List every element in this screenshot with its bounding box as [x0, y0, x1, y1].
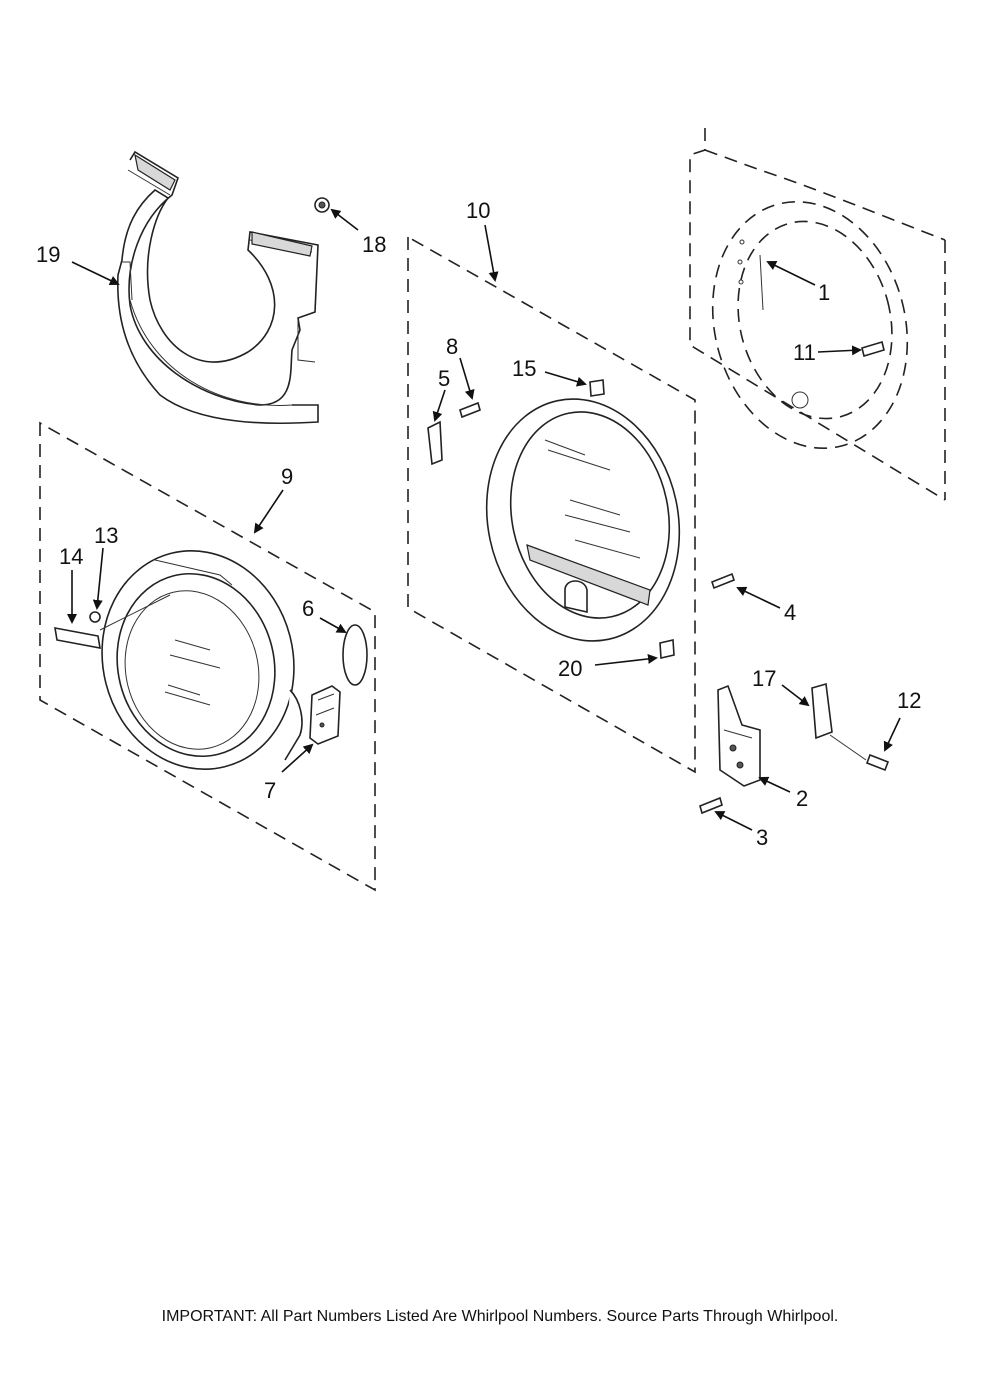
part-6-lens — [342, 624, 368, 686]
callout-18: 18 — [362, 232, 386, 257]
callout-1: 1 — [818, 280, 830, 305]
callout-19: 19 — [36, 242, 60, 267]
callout-20: 20 — [558, 656, 582, 681]
part-7-latch-plate — [309, 685, 341, 745]
part-14-trim-strip — [54, 627, 101, 649]
leader-lines — [67, 208, 901, 831]
callout-2: 2 — [796, 786, 808, 811]
callout-14: 14 — [59, 544, 83, 569]
assembly-box-10 — [407, 235, 696, 774]
part-15-clip — [589, 379, 605, 397]
callout-9: 9 — [281, 464, 293, 489]
part-18-nut — [314, 197, 330, 213]
part-8-screw — [459, 401, 481, 419]
part-9-outer-door — [99, 550, 303, 770]
callout-6: 6 — [302, 596, 314, 621]
part-17-hinge-cover — [811, 682, 833, 740]
part-2-hinge — [717, 684, 761, 787]
callout-17: 17 — [752, 666, 776, 691]
part-3-screw — [699, 796, 723, 815]
callout-15: 15 — [512, 356, 536, 381]
callout-11: 11 — [793, 340, 816, 365]
part-19-front-panel — [116, 150, 319, 425]
part-12-screw — [865, 753, 890, 772]
callout-4: 4 — [784, 600, 796, 625]
part-5-clip — [427, 420, 443, 466]
callout-5: 5 — [438, 366, 450, 391]
footer-note: IMPORTANT: All Part Numbers Listed Are W… — [161, 1308, 839, 1325]
callout-10: 10 — [466, 198, 490, 223]
part-11-screw — [861, 340, 885, 358]
callout-labels: 1 2 3 4 5 6 7 8 9 10 11 12 13 14 15 17 1… — [36, 198, 921, 850]
assembly-box-9 — [39, 421, 376, 892]
part-10-inner-door — [485, 398, 681, 642]
part-20-clip — [659, 639, 675, 659]
cabinet-front-panel — [689, 128, 946, 501]
callout-12: 12 — [897, 688, 921, 713]
callout-8: 8 — [446, 334, 458, 359]
part-13-fastener — [89, 611, 101, 623]
callout-7: 7 — [264, 778, 276, 803]
callout-13: 13 — [94, 523, 118, 548]
callout-3: 3 — [756, 825, 768, 850]
part-4-screw — [711, 572, 735, 590]
